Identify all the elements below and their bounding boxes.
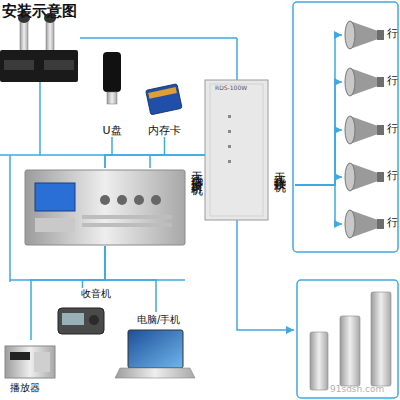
horn-driver [377,172,384,182]
device-node: 收音机 [55,288,110,338]
device-node: 行 [342,112,398,148]
device-label: 内存卡 [132,125,197,137]
model-label: RDS-100W [215,85,247,92]
device-label: 无线接收机 [273,163,286,173]
laptop-base [115,368,195,378]
cabinet-mark [228,145,231,148]
signal-connector [295,82,342,185]
button-panel [35,218,75,232]
device-node: 内存卡 [132,80,197,137]
horn-speaker [345,21,384,49]
signal-connector [295,130,342,185]
device-node: 行 [342,159,398,195]
horn-driver [377,77,384,87]
signal-connector [105,137,112,168]
device-label: 行 [387,170,398,182]
cabinet-mark [228,115,231,118]
signal-connector [295,185,342,224]
knob [100,195,110,205]
mic-receiver [0,50,78,82]
signal-connector [105,246,156,312]
receiver-cabinet [205,80,268,220]
horn-speaker [345,116,384,144]
device-label: 行 [387,123,398,135]
cabinet-door [210,84,263,216]
horn-driver [377,125,384,135]
cabinet-mark [228,160,231,163]
lcd-screen [35,183,75,211]
horn-mouth [345,116,355,144]
signal-wire [236,38,238,80]
broadcast-unit [25,170,185,245]
horn-mouth [345,68,355,96]
signal-connector [295,177,342,185]
watermark: 91sdsh.com [330,384,384,394]
knob [117,195,127,205]
device-node: 电脑/手机 [115,312,197,380]
memory-card-stripe [148,87,177,99]
column-speaker [371,292,391,386]
signal-connector [83,246,106,288]
horn-speaker [345,163,384,191]
horn-speaker [345,210,384,238]
device-label: 行 [387,28,398,40]
device-node: 无线广播发射机 [22,168,207,246]
usb-plug [107,92,117,104]
mic-receiver-panel [4,60,34,70]
memory-card [146,84,182,115]
device-node: 行 [342,64,398,100]
diagram-title: 安装示意图 [2,2,77,21]
player-display [10,352,30,360]
horn-mouth [345,21,355,49]
horn-speaker [345,68,384,96]
device-node: 行 [342,206,398,242]
radio-knob [89,315,99,325]
column-speaker [340,316,360,386]
knob [134,195,144,205]
device-label: 电脑/手机 [137,314,180,325]
column-speaker [310,332,328,390]
player-unit [5,346,55,378]
player-buttons [34,352,50,372]
signal-wire [80,37,237,39]
device-node: 行 [342,17,398,53]
signal-wire [9,155,11,282]
horn-mouth [345,163,355,191]
knob [151,195,161,205]
button-row [82,223,172,227]
cabinet-mark [228,130,231,133]
laptop-screen [128,330,183,368]
horn-driver [377,30,384,40]
device-label: 播放器 [10,382,40,393]
radio-dial [62,313,84,325]
device-label: 收音机 [81,288,111,299]
device-node: U盘 [92,45,132,137]
radio [58,308,104,334]
speaker-group-frame [297,280,398,398]
device-label: U盘 [92,125,132,137]
device-node: 播放器 [2,340,60,398]
button-row [82,215,172,219]
speaker-group-frame [293,2,398,252]
device-node: 无线接收机 RDS-100W [205,78,295,223]
horn-driver [377,219,384,229]
signal-wire [39,82,41,155]
device-label: 行 [387,217,398,229]
usb-stick [103,52,121,92]
mic-receiver-panel [44,60,74,70]
signal-connector [105,137,165,168]
device-label: 行 [387,75,398,87]
speaker-wire [237,220,294,330]
device-label: 无线广播发射机 [190,162,203,176]
horn-mouth [345,210,355,238]
signal-connector [295,35,342,185]
